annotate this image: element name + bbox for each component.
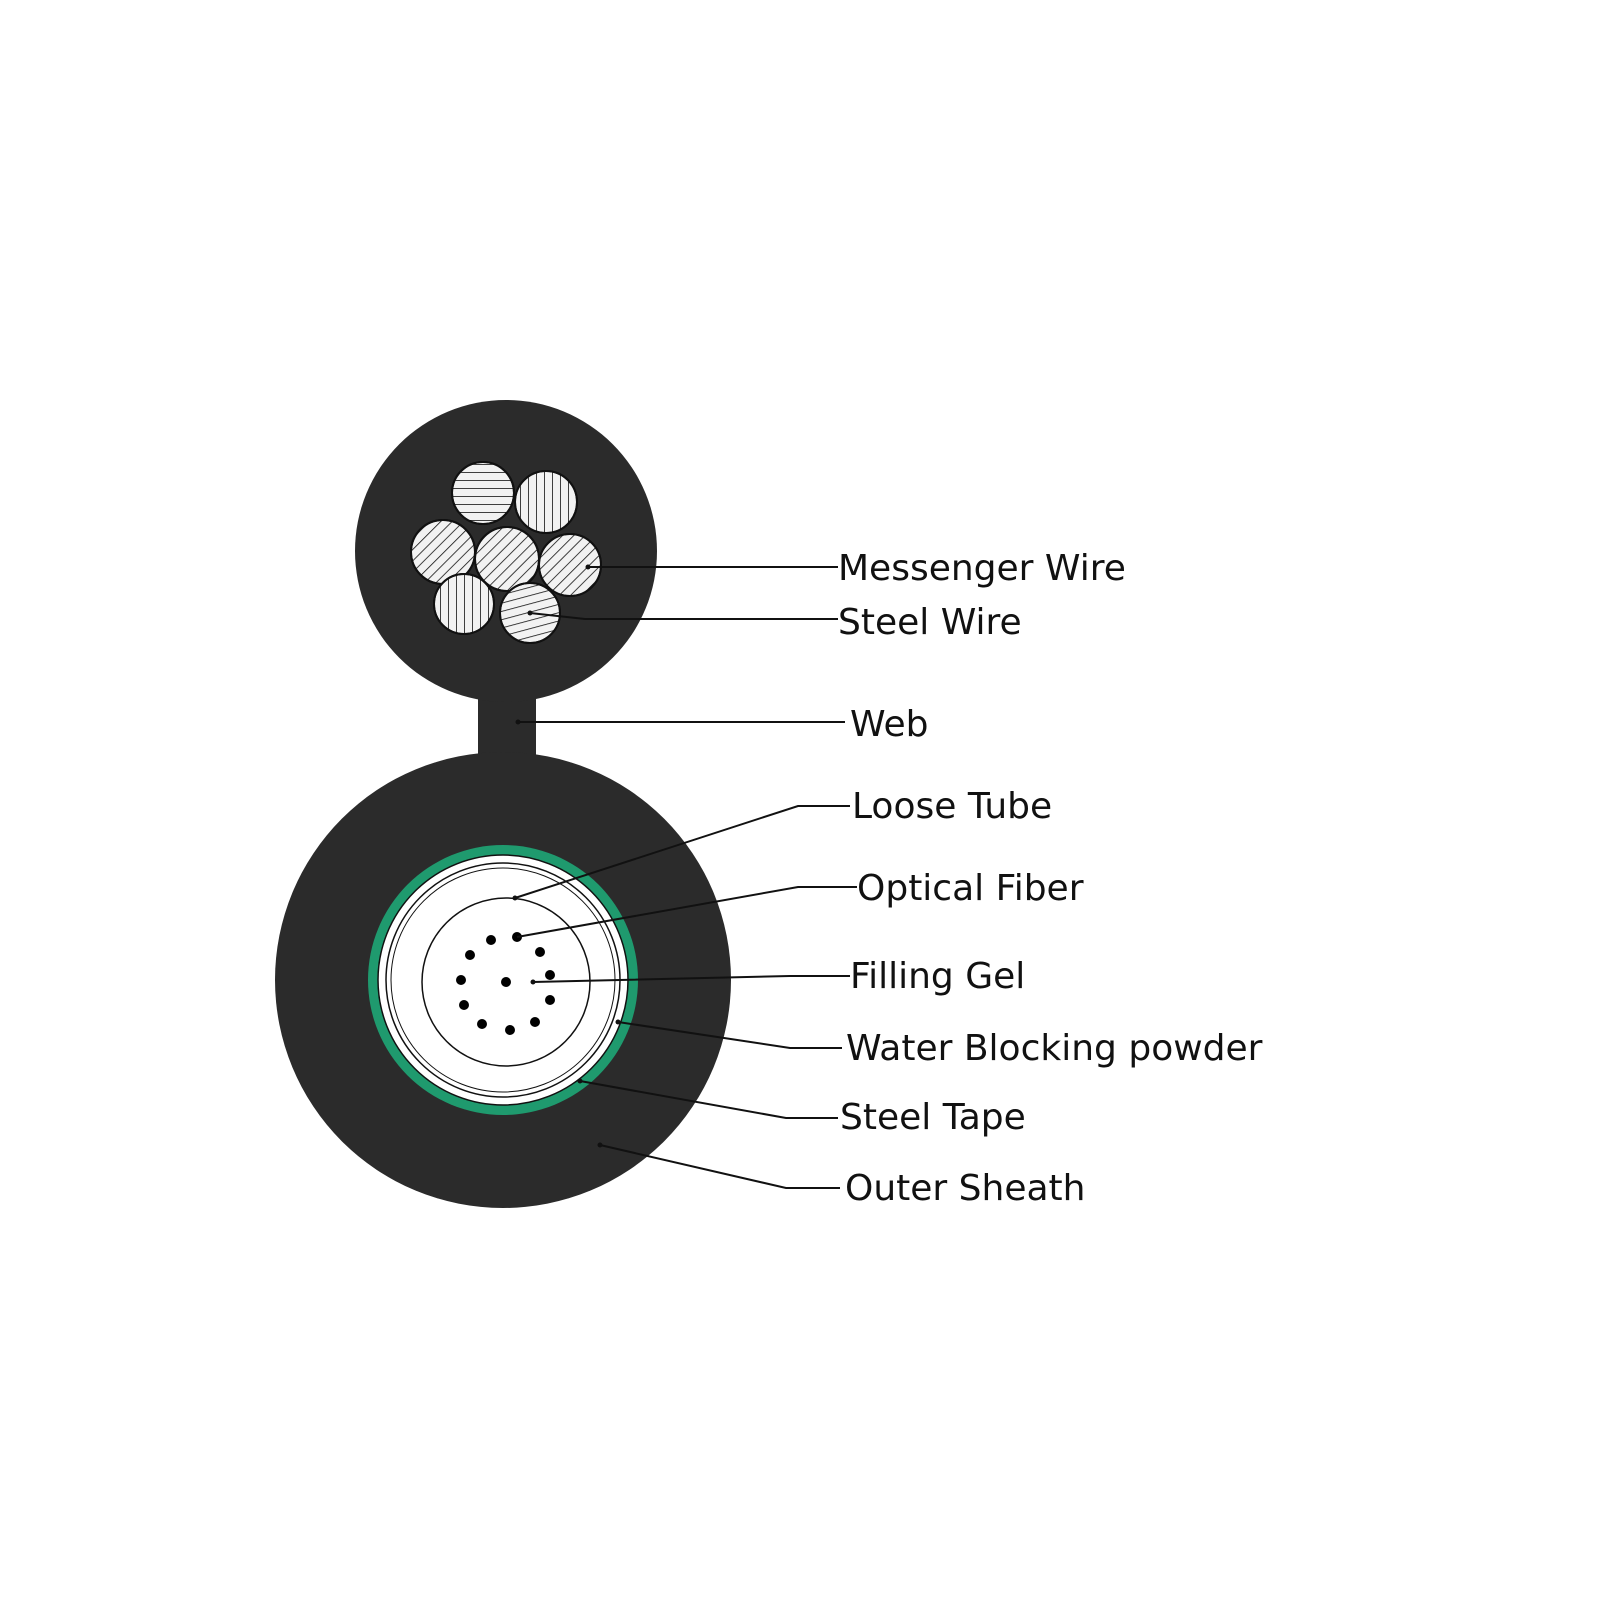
label-loose-tube: Loose Tube bbox=[852, 786, 1052, 827]
leader-dot bbox=[577, 1078, 583, 1084]
label-steel-wire: Steel Wire bbox=[838, 602, 1022, 643]
optical-fiber-group bbox=[456, 932, 555, 1035]
optical-fiber bbox=[545, 995, 555, 1005]
leader-dot bbox=[530, 979, 536, 985]
label-steel-tape: Steel Tape bbox=[840, 1097, 1026, 1138]
optical-fiber bbox=[456, 975, 466, 985]
optical-fiber bbox=[465, 950, 475, 960]
leader-line-loose-tube bbox=[514, 805, 850, 899]
leader-line-steel-wire bbox=[529, 612, 838, 620]
leader-line-outer-sheath bbox=[599, 1144, 840, 1189]
label-outer-sheath: Outer Sheath bbox=[845, 1168, 1085, 1209]
steel-wire-strand bbox=[514, 470, 578, 534]
label-filling-gel: Filling Gel bbox=[850, 956, 1025, 997]
optical-fiber bbox=[505, 1025, 515, 1035]
leader-line-steel-tape bbox=[579, 1080, 838, 1119]
steel-wire-strand bbox=[433, 573, 495, 635]
optical-fiber bbox=[545, 970, 555, 980]
leader-dot bbox=[512, 895, 518, 901]
callout-labels: Messenger Wire Steel Wire Web Loose Tube… bbox=[838, 548, 1263, 1209]
optical-fiber bbox=[477, 1019, 487, 1029]
leader-line-water-blocking-powder bbox=[617, 1021, 842, 1049]
leader-line-optical-fiber bbox=[516, 886, 857, 938]
label-water-blocking-powder: Water Blocking powder bbox=[846, 1028, 1263, 1069]
leader-dot bbox=[527, 610, 533, 616]
optical-fiber bbox=[530, 1017, 540, 1027]
optical-fiber bbox=[459, 1000, 469, 1010]
optical-fiber bbox=[535, 947, 545, 957]
label-optical-fiber: Optical Fiber bbox=[857, 868, 1084, 909]
leader-dot bbox=[585, 564, 591, 570]
steel-wire-bundle bbox=[410, 461, 602, 644]
leader-lines bbox=[514, 566, 857, 1189]
leader-dot bbox=[597, 1142, 603, 1148]
steel-wire-strand bbox=[538, 533, 602, 597]
leader-dot bbox=[615, 1019, 621, 1025]
optical-fiber bbox=[486, 935, 496, 945]
leader-endpoint-dots bbox=[512, 564, 621, 1148]
optical-fiber bbox=[501, 977, 511, 987]
label-messenger-wire: Messenger Wire bbox=[838, 548, 1126, 589]
label-web: Web bbox=[850, 704, 929, 745]
leader-line-filling-gel bbox=[532, 975, 850, 983]
steel-wire-strand bbox=[451, 461, 515, 525]
leader-dot bbox=[515, 719, 521, 725]
